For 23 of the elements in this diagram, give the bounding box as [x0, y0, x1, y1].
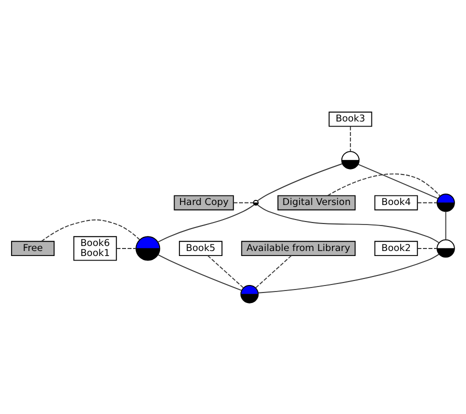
- connector: [358, 163, 438, 199]
- node-box: Book3: [328, 111, 372, 126]
- node-box: Free: [11, 240, 55, 256]
- connector: [327, 173, 441, 196]
- connector: [350, 126, 351, 152]
- connector: [233, 202, 254, 203]
- connector: [257, 162, 343, 201]
- connector: [258, 253, 440, 293]
- node-box: Book2: [374, 240, 418, 256]
- connector: [157, 204, 255, 242]
- node-box: Book6 Book1: [73, 236, 117, 260]
- connector: [445, 210, 446, 240]
- node-box: Available from Library: [241, 240, 356, 256]
- node-box: Hard Copy: [174, 194, 234, 210]
- connector: [41, 218, 140, 242]
- node-box: Book5: [178, 240, 222, 256]
- node-box: Book4: [374, 194, 418, 210]
- connector: [255, 254, 292, 288]
- connector: [158, 254, 242, 290]
- connector: [257, 204, 440, 243]
- connector: [416, 202, 438, 203]
- connector: [207, 254, 244, 288]
- node-box: Digital Version: [277, 194, 356, 210]
